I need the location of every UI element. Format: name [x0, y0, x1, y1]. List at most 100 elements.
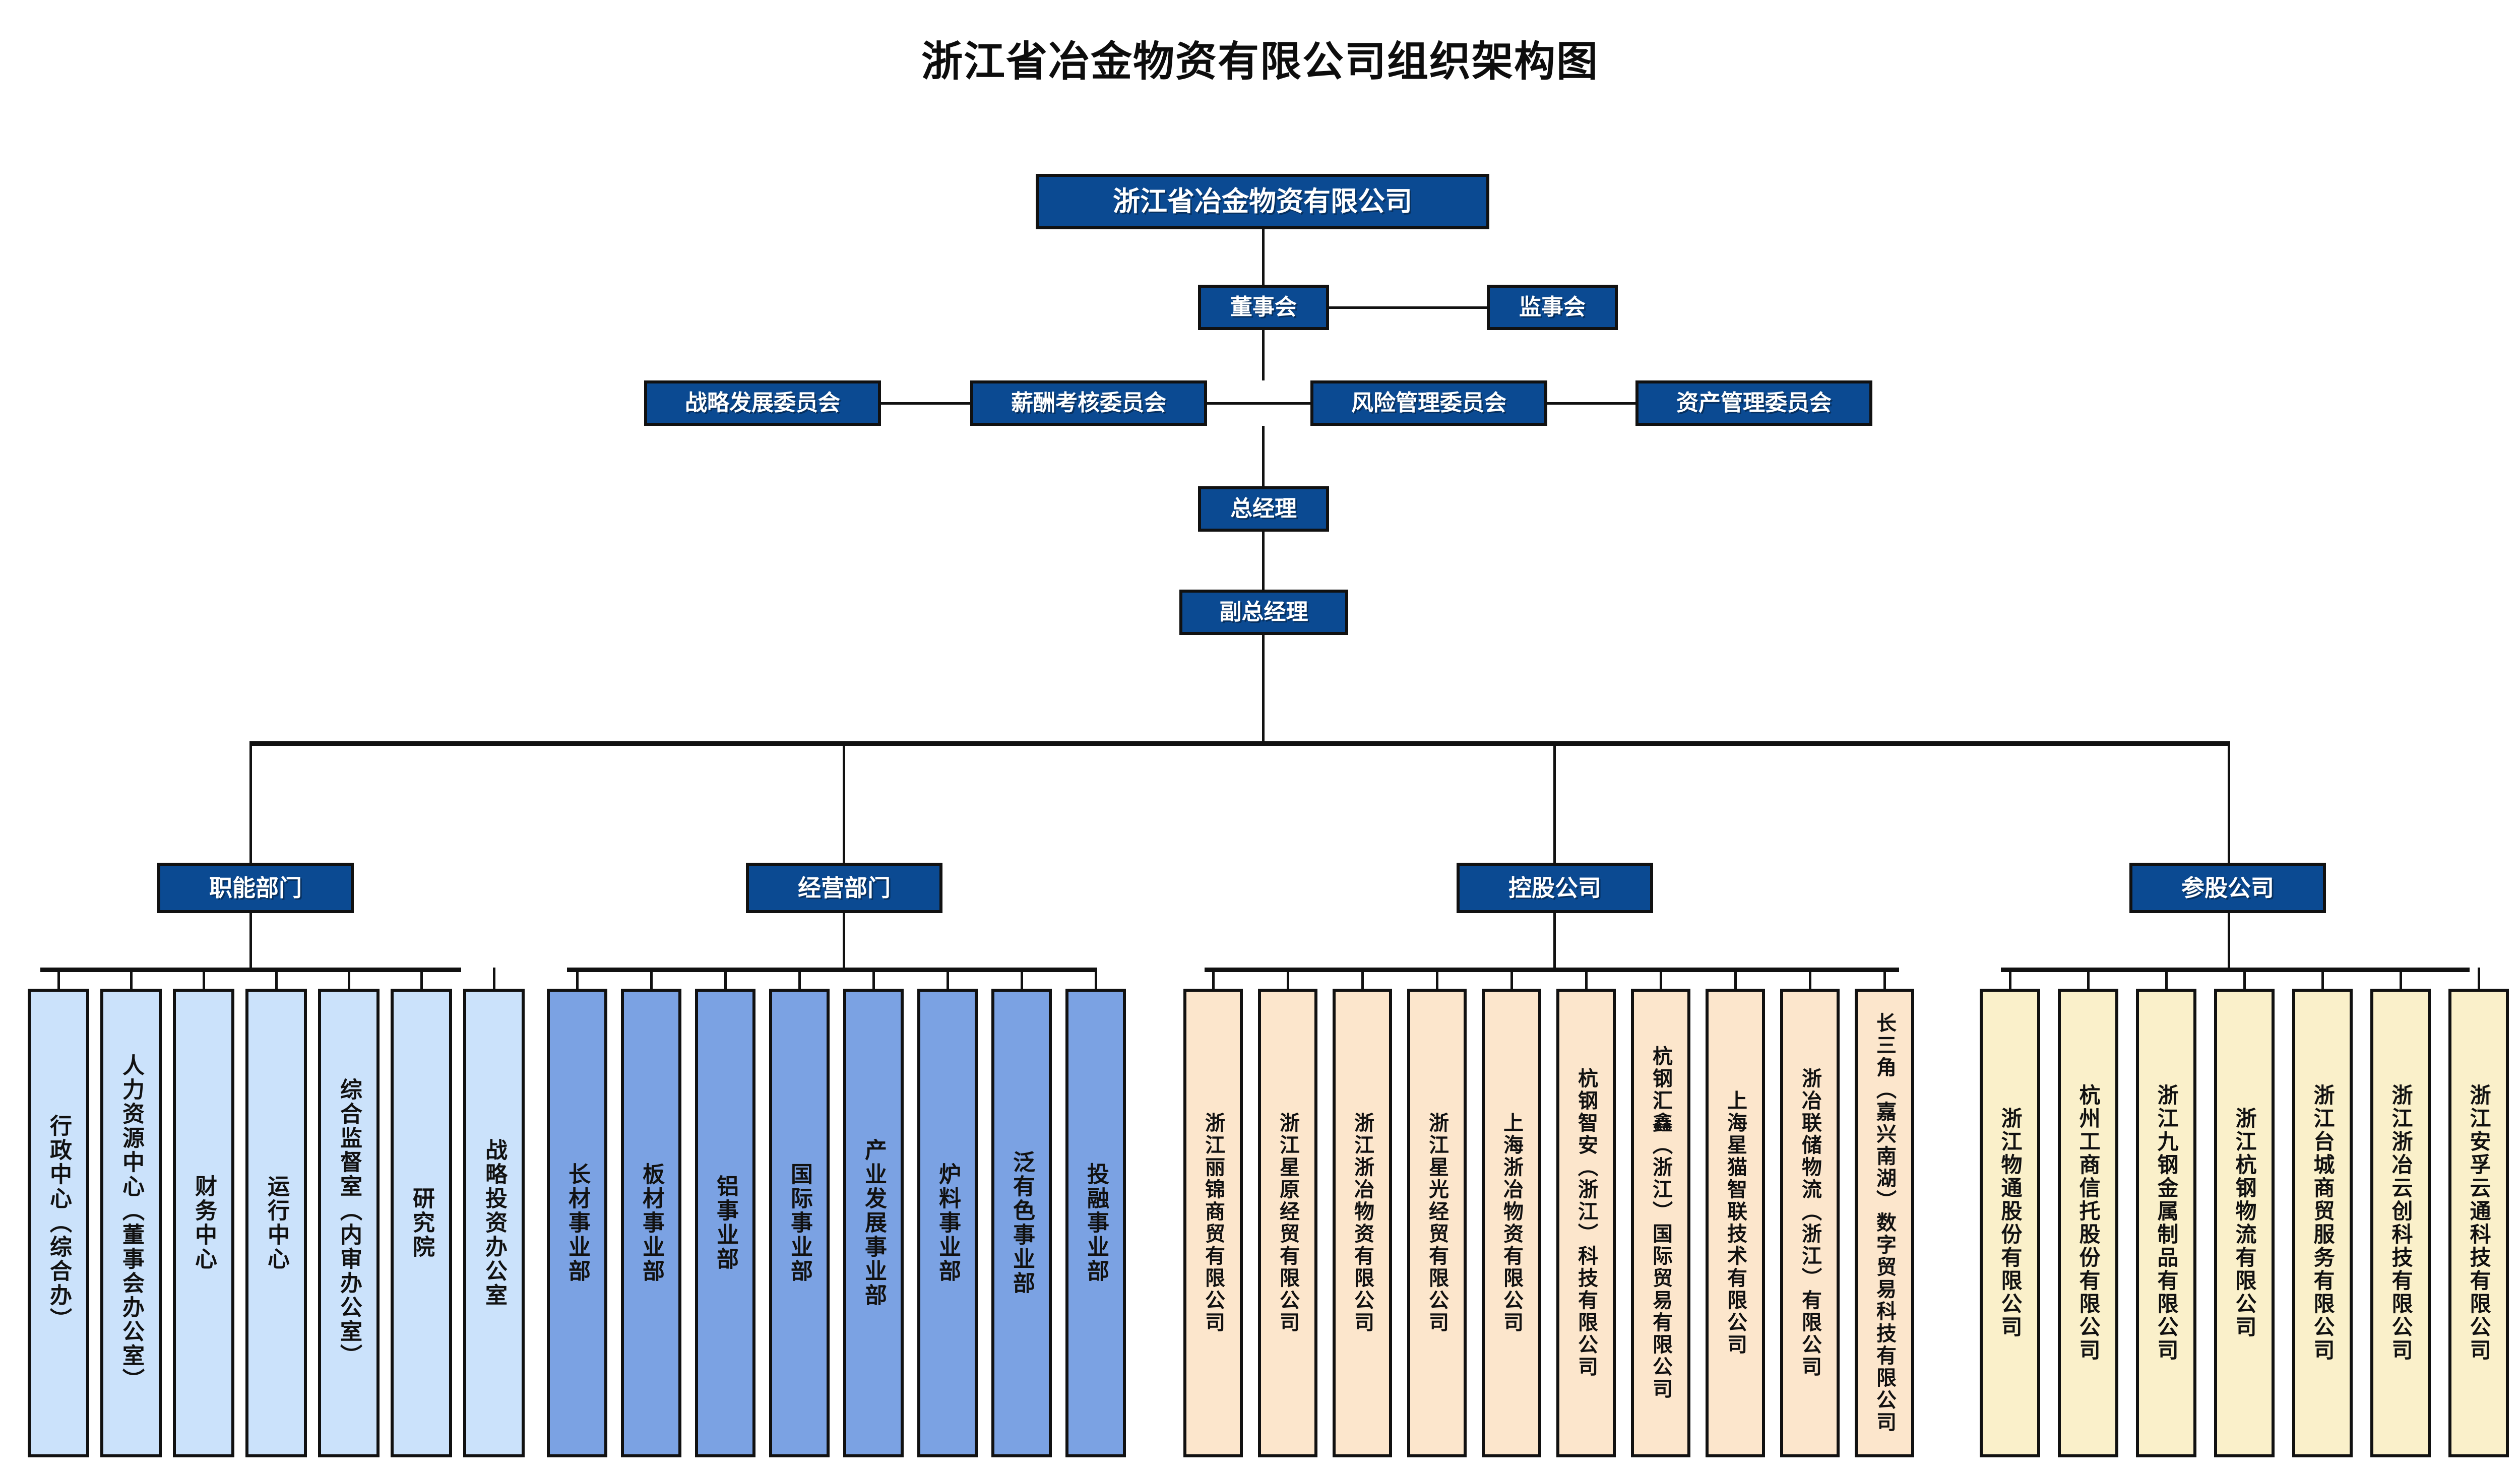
business-department-label: 泛有色事业部 — [1009, 1150, 1035, 1296]
business-department-node[interactable]: 泛有色事业部 — [991, 989, 1052, 1457]
sub-bus-holding — [1205, 968, 1899, 972]
connector-participation-drop — [2228, 913, 2230, 970]
holding-company-node[interactable]: 上海星猫智联技术有限公司 — [1706, 989, 1765, 1457]
connector-participation-leaf — [2321, 968, 2324, 989]
connector-bus-functional — [249, 741, 252, 863]
holding-company-node[interactable]: 上海浙冶物资有限公司 — [1482, 989, 1541, 1457]
participation-company-node[interactable]: 浙江九钢金属制品有限公司 — [2136, 989, 2196, 1457]
business-department-node[interactable]: 国际事业部 — [769, 989, 830, 1457]
connector-business-leaf — [947, 968, 949, 989]
functional-department-label: 运行中心 — [264, 1175, 289, 1271]
participation-company-node[interactable]: 浙江杭钢物流有限公司 — [2214, 989, 2275, 1457]
connector-gm-deputy — [1262, 532, 1265, 590]
connector-committee-mid — [1207, 402, 1310, 405]
holding-company-node[interactable]: 浙冶联储物流（浙江）有限公司 — [1780, 989, 1840, 1457]
connector-participation-leaf — [2243, 968, 2246, 989]
holding-company-label: 浙江星光经贸有限公司 — [1425, 1112, 1448, 1334]
business-department-label: 长材事业部 — [564, 1163, 590, 1284]
node-supervisors-label: 监事会 — [1519, 294, 1586, 320]
connector-bus-participation — [2228, 741, 2230, 863]
connector-deputy-bus — [1262, 635, 1265, 743]
connector-participation-leaf — [2165, 968, 2168, 989]
group-header-functional[interactable]: 职能部门 — [157, 863, 354, 913]
connector-committee-gm — [1262, 426, 1265, 486]
general-manager-label: 总经理 — [1230, 496, 1297, 522]
participation-company-label: 浙江九钢金属制品有限公司 — [2154, 1084, 2179, 1362]
business-department-node[interactable]: 产业发展事业部 — [843, 989, 904, 1457]
connector-functional-leaf — [203, 968, 205, 989]
participation-company-node[interactable]: 浙江安孚云通科技有限公司 — [2448, 989, 2509, 1457]
functional-department-label: 综合监督室（内审办公室） — [336, 1078, 362, 1368]
connector-holding-leaf — [1361, 968, 1364, 989]
functional-department-label: 研究院 — [409, 1187, 434, 1259]
participation-company-label: 浙江台城商贸服务有限公司 — [2310, 1084, 2335, 1362]
node-board-of-directors[interactable]: 董事会 — [1198, 285, 1329, 330]
connector-business-leaf — [1095, 968, 1097, 989]
business-department-node[interactable]: 长材事业部 — [547, 989, 607, 1457]
connector-committee-right — [1547, 402, 1635, 405]
node-committee-strategy[interactable]: 战略发展委员会 — [644, 380, 881, 426]
functional-department-node[interactable]: 综合监督室（内审办公室） — [318, 989, 380, 1457]
connector-participation-leaf — [2478, 968, 2480, 989]
node-committee-asset[interactable]: 资产管理委员会 — [1635, 380, 1872, 426]
business-department-node[interactable]: 炉料事业部 — [917, 989, 978, 1457]
business-department-label: 板材事业部 — [639, 1163, 664, 1284]
connector-business-leaf — [872, 968, 875, 989]
participation-company-node[interactable]: 杭州工商信托股份有限公司 — [2058, 989, 2118, 1457]
node-board-of-supervisors[interactable]: 监事会 — [1487, 285, 1618, 330]
business-department-label: 投融事业部 — [1083, 1163, 1109, 1284]
holding-company-node[interactable]: 杭钢汇鑫（浙江）国际贸易有限公司 — [1631, 989, 1690, 1457]
connector-bus-holding — [1553, 741, 1556, 863]
node-committee-compensation[interactable]: 薪酬考核委员会 — [970, 380, 1207, 426]
holding-company-node[interactable]: 长三角（嘉兴南湖）数字贸易科技有限公司 — [1855, 989, 1914, 1457]
connector-functional-leaf — [275, 968, 278, 989]
participation-company-node[interactable]: 浙江物通股份有限公司 — [1980, 989, 2040, 1457]
business-department-node[interactable]: 板材事业部 — [621, 989, 681, 1457]
group-header-holding[interactable]: 控股公司 — [1457, 863, 1653, 913]
holding-company-label: 杭钢汇鑫（浙江）国际贸易有限公司 — [1649, 1046, 1672, 1400]
node-committee-risk[interactable]: 风险管理委员会 — [1310, 380, 1547, 426]
sub-bus-functional — [40, 968, 461, 972]
group-header-label-2: 控股公司 — [1508, 874, 1601, 902]
functional-department-node[interactable]: 财务中心 — [173, 989, 234, 1457]
connector-bus-business — [843, 741, 845, 863]
node-general-manager[interactable]: 总经理 — [1198, 486, 1329, 532]
node-company[interactable]: 浙江省冶金物资有限公司 — [1036, 174, 1489, 229]
node-deputy-general-manager[interactable]: 副总经理 — [1179, 590, 1348, 635]
holding-company-node[interactable]: 杭钢智安（浙江）科技有限公司 — [1556, 989, 1616, 1457]
connector-functional-leaf — [57, 968, 60, 989]
committee-label-0: 战略发展委员会 — [685, 390, 840, 416]
connector-board-supervisors — [1329, 306, 1487, 309]
participation-company-label: 浙江杭钢物流有限公司 — [2232, 1107, 2257, 1339]
holding-company-label: 长三角（嘉兴南湖）数字贸易科技有限公司 — [1873, 1012, 1896, 1434]
holding-company-label: 上海浙冶物资有限公司 — [1500, 1112, 1523, 1334]
holding-company-node[interactable]: 浙江星原经贸有限公司 — [1258, 989, 1317, 1457]
connector-holding-leaf — [1510, 968, 1513, 989]
functional-department-node[interactable]: 人力资源中心（董事会办公室） — [100, 989, 162, 1457]
node-company-label: 浙江省冶金物资有限公司 — [1113, 185, 1412, 218]
node-board-label: 董事会 — [1230, 294, 1297, 320]
business-department-label: 产业发展事业部 — [861, 1138, 887, 1308]
participation-company-node[interactable]: 浙江浙冶云创科技有限公司 — [2370, 989, 2431, 1457]
sub-bus-business — [567, 968, 1096, 972]
holding-company-node[interactable]: 浙江星光经贸有限公司 — [1407, 989, 1467, 1457]
connector-business-leaf — [576, 968, 579, 989]
participation-company-label: 浙江物通股份有限公司 — [1998, 1107, 2023, 1339]
group-header-business[interactable]: 经营部门 — [746, 863, 942, 913]
committee-label-1: 薪酬考核委员会 — [1011, 390, 1166, 416]
holding-company-node[interactable]: 浙江丽锦商贸有限公司 — [1183, 989, 1243, 1457]
holding-company-node[interactable]: 浙江浙冶物资有限公司 — [1333, 989, 1392, 1457]
group-header-participation[interactable]: 参股公司 — [2129, 863, 2326, 913]
holding-company-label: 浙冶联储物流（浙江）有限公司 — [1798, 1068, 1821, 1378]
connector-holding-leaf — [1585, 968, 1588, 989]
functional-department-node[interactable]: 战略投资办公室 — [463, 989, 525, 1457]
participation-company-node[interactable]: 浙江台城商贸服务有限公司 — [2292, 989, 2353, 1457]
functional-department-node[interactable]: 运行中心 — [245, 989, 307, 1457]
functional-department-node[interactable]: 研究院 — [391, 989, 452, 1457]
functional-department-node[interactable]: 行政中心（综合办） — [28, 989, 89, 1457]
connector-main-bus — [249, 741, 2230, 746]
business-department-node[interactable]: 投融事业部 — [1065, 989, 1126, 1457]
connector-participation-leaf — [2400, 968, 2402, 989]
business-department-node[interactable]: 铝事业部 — [695, 989, 755, 1457]
